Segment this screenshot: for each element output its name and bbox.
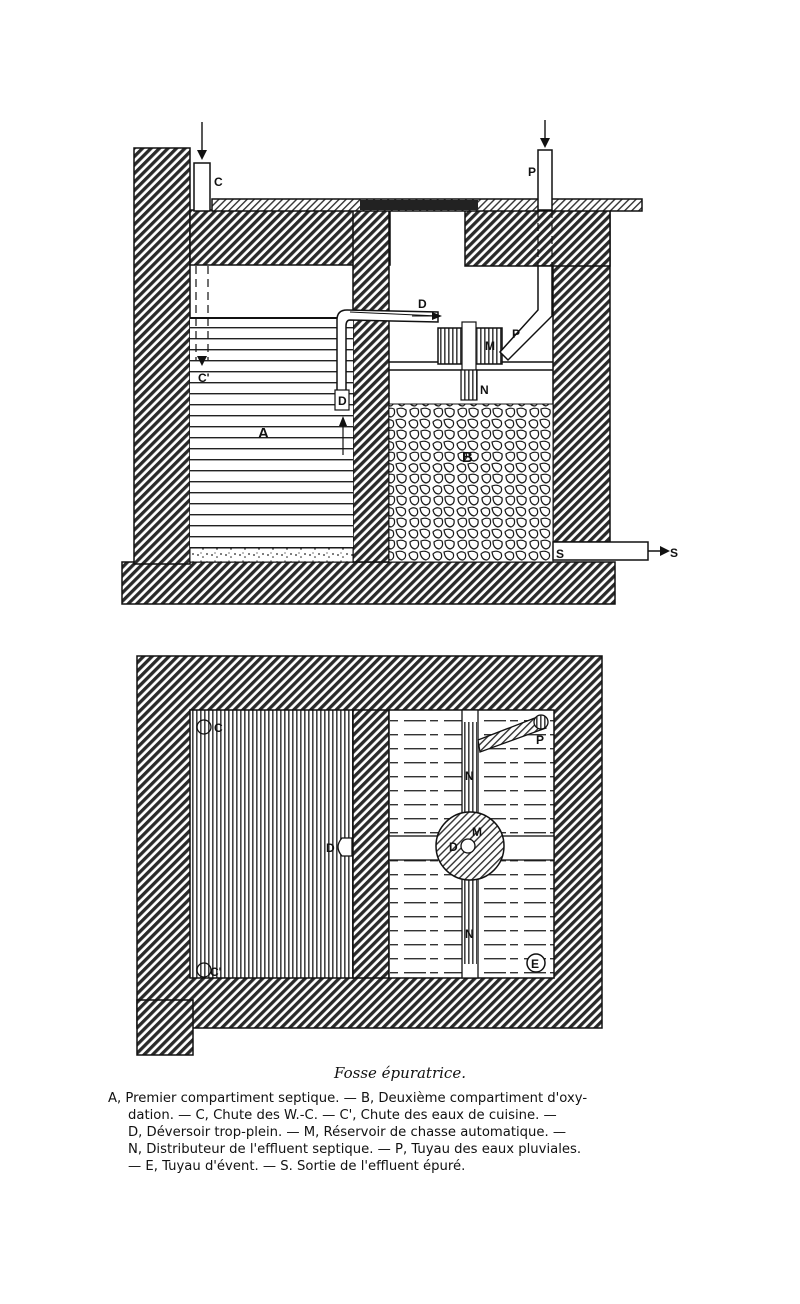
- manhole-cover: [360, 200, 478, 210]
- label-e: E: [531, 957, 539, 971]
- plan-weir-d: [337, 837, 353, 857]
- weir-box-d: [334, 389, 350, 411]
- plan-vent-e: [526, 953, 546, 973]
- figure-caption-legend: A, Premier compartiment septique. — B, D…: [108, 1090, 686, 1175]
- label-s: S: [556, 547, 564, 561]
- label-n-plan-top: N: [465, 769, 474, 783]
- label-m-plan: M: [472, 825, 482, 839]
- plan-compartment-a: [189, 709, 354, 979]
- label-s-outlet: S: [670, 546, 678, 560]
- pipe-d: [336, 309, 439, 409]
- septic-tank-diagram: A B C C' D D M N P P S S: [121, 120, 678, 1056]
- label-d-pipe: D: [418, 297, 427, 311]
- caption-line: D, Déversoir trop-plein. — M, Réservoir …: [128, 1125, 567, 1140]
- outlet-pipe-s: [552, 541, 649, 561]
- foundation-slab: [121, 561, 616, 605]
- plan-pipe-p: [533, 714, 549, 730]
- plan-pipe-c: [196, 719, 212, 735]
- compartment-a-sludge: [189, 547, 354, 563]
- caption-line: dation. — C, Chute des W.-C. — C', Chute…: [128, 1108, 557, 1123]
- plan-left-wall-extension: [136, 999, 194, 1056]
- section-view: A B C C' D D M N P P S S: [121, 120, 678, 605]
- label-d-plan: D: [326, 841, 335, 855]
- label-a: A: [258, 425, 269, 442]
- label-n-plan-bottom: N: [465, 927, 474, 941]
- label-d-box: D: [338, 394, 347, 408]
- pipe-p: [537, 149, 553, 211]
- dividing-wall: [352, 209, 390, 563]
- caption-line: — E, Tuyau d'évent. — S. Sortie de l'eff…: [128, 1159, 466, 1174]
- label-c-prime-plan: C': [210, 965, 222, 979]
- label-p-plan: P: [536, 733, 544, 747]
- label-b: B: [462, 449, 473, 466]
- compartment-b-gravel: [388, 403, 554, 563]
- pipe-c: [193, 162, 211, 212]
- label-p-lower: P: [512, 327, 520, 341]
- label-c-prime: C': [198, 371, 210, 385]
- compartment-a-water: [190, 318, 353, 548]
- label-n: N: [480, 383, 489, 397]
- left-wall: [133, 147, 191, 565]
- caption-line: N, Distributeur de l'effluent septique. …: [128, 1142, 582, 1157]
- label-p: P: [528, 165, 536, 179]
- label-c: C: [214, 175, 223, 189]
- plan-pipe-c-prime: [196, 962, 212, 978]
- distributor-n: [460, 369, 478, 401]
- label-d-plan-right: D: [449, 840, 458, 854]
- plan-divider: [352, 709, 390, 979]
- figure-caption-title: Fosse épuratrice.: [334, 1064, 466, 1082]
- label-c-plan: C: [214, 721, 223, 735]
- label-m: M: [485, 339, 495, 353]
- caption-line: A, Premier compartiment septique. — B, D…: [108, 1091, 588, 1106]
- plan-view: C C' D D M N N P E: [136, 655, 603, 1056]
